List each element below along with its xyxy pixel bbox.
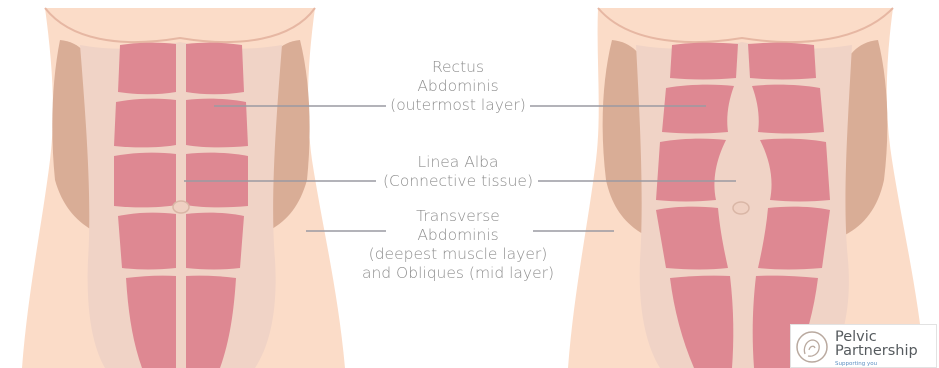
pelvic-partnership-logo: Pelvic Partnership Supporting you bbox=[790, 324, 937, 368]
logo-tagline: Supporting you bbox=[835, 361, 877, 367]
label-rectus-abdominis: Rectus Abdominis (outermost layer) bbox=[328, 58, 588, 115]
logo-mark-icon bbox=[795, 330, 829, 364]
label-transverse-abdominis: Transverse Abdominis (deepest muscle lay… bbox=[328, 207, 588, 283]
label-linea-line-2: (Connective tissue) bbox=[328, 172, 588, 191]
logo-name: Pelvic Partnership bbox=[835, 330, 918, 358]
label-rectus-line-1: Rectus bbox=[328, 58, 588, 77]
label-linea-line-1: Linea Alba bbox=[328, 153, 588, 172]
label-transverse-line-4: and Obliques (mid layer) bbox=[328, 264, 588, 283]
label-linea-alba: Linea Alba (Connective tissue) bbox=[328, 153, 588, 191]
torso-diastasis bbox=[568, 8, 925, 368]
logo-name-line-2: Partnership bbox=[835, 344, 918, 358]
label-transverse-line-3: (deepest muscle layer) bbox=[328, 245, 588, 264]
torso-normal bbox=[22, 8, 345, 368]
label-transverse-line-1: Transverse bbox=[328, 207, 588, 226]
label-rectus-line-2: Abdominis bbox=[328, 77, 588, 96]
logo-name-line-1: Pelvic bbox=[835, 330, 918, 344]
navel-normal bbox=[173, 201, 189, 213]
label-transverse-line-2: Abdominis bbox=[328, 226, 588, 245]
navel-diastasis bbox=[733, 202, 749, 214]
label-rectus-line-3: (outermost layer) bbox=[328, 96, 588, 115]
